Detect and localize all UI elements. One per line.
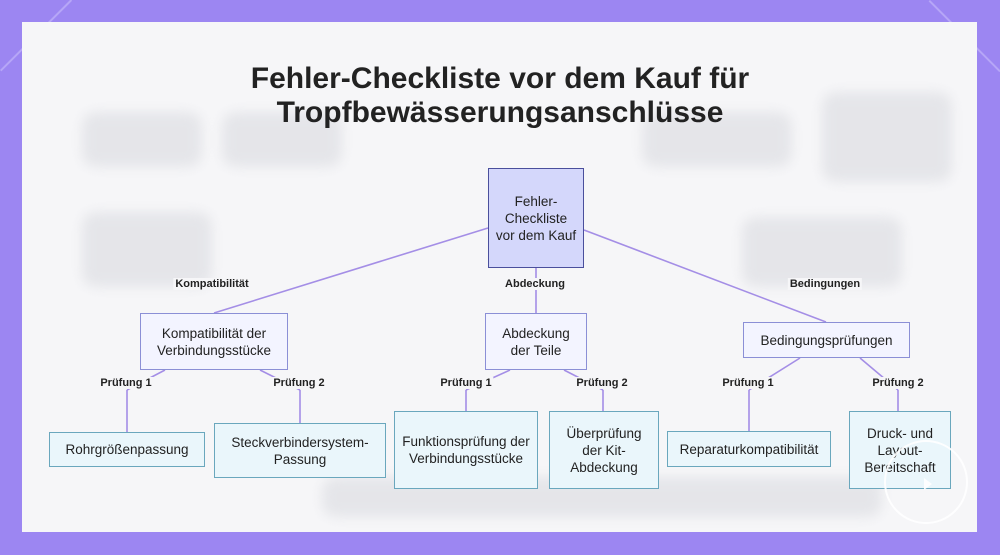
background-blur [642, 112, 792, 167]
leaf-reparaturkompatibilitaet: Reparaturkompatibilität [667, 431, 831, 467]
root-label: Fehler-Checkliste vor dem Kauf [495, 193, 577, 243]
node-label: Kompatibilität der Verbindungsstücke [156, 325, 272, 358]
background-blur [82, 212, 212, 287]
background-blur [222, 112, 342, 167]
leaf-label: Überprüfung der Kit-Abdeckung [566, 425, 642, 475]
link-root-bedingungen [583, 229, 827, 323]
leaf-kit-abdeckung: Überprüfung der Kit-Abdeckung [549, 411, 659, 489]
edge-label-pruefung-1: Prüfung 1 [98, 377, 154, 389]
leaf-label: Funktionsprüfung der Verbindungsstücke [402, 434, 530, 466]
edge-label-pruefung-2: Prüfung 2 [271, 377, 327, 389]
background-blur [82, 112, 202, 167]
leaf-label: Rohrgrößenpassung [65, 442, 189, 457]
edge-label-kompatibilitaet: Kompatibilität [173, 278, 251, 290]
edge-label-pruefung-2: Prüfung 2 [574, 377, 630, 389]
leaf-funktionspruefung: Funktionsprüfung der Verbindungsstücke [394, 411, 538, 489]
node-abdeckung: Abdeckung der Teile [485, 313, 587, 370]
title-line-2: Tropfbewässerungsanschlüsse [276, 96, 724, 129]
node-kompatibilitaet: Kompatibilität der Verbindungsstücke [140, 313, 288, 370]
edge-label-pruefung-1: Prüfung 1 [438, 377, 494, 389]
edge-label-pruefung-1: Prüfung 1 [720, 377, 776, 389]
edge-label-bedingungen: Bedingungen [787, 278, 863, 290]
edge-label-pruefung-2: Prüfung 2 [870, 377, 926, 389]
leaf-rohrgroessenpassung: Rohrgrößenpassung [49, 432, 205, 467]
leaf-steckverbindersystem: Steckverbindersystem-Passung [214, 423, 386, 478]
title-line-1: Fehler-Checkliste vor dem Kauf für [250, 62, 750, 95]
leaf-label: Reparaturkompatibilität [679, 441, 819, 457]
page-title: Fehler-Checkliste vor dem Kauf für Tropf… [0, 62, 1000, 130]
edge-label-abdeckung: Abdeckung [503, 278, 567, 290]
background-blur [742, 217, 902, 287]
node-bedingungen: Bedingungsprüfungen [743, 322, 910, 358]
background-blur [822, 92, 952, 182]
root-node: Fehler-Checkliste vor dem Kauf [488, 168, 584, 268]
link-root-kompatibilitaet [213, 227, 489, 314]
play-circle-icon[interactable] [884, 440, 968, 524]
node-label: Abdeckung der Teile [502, 325, 570, 358]
leaf-label: Steckverbindersystem-Passung [231, 434, 369, 467]
node-label: Bedingungsprüfungen [760, 332, 893, 348]
